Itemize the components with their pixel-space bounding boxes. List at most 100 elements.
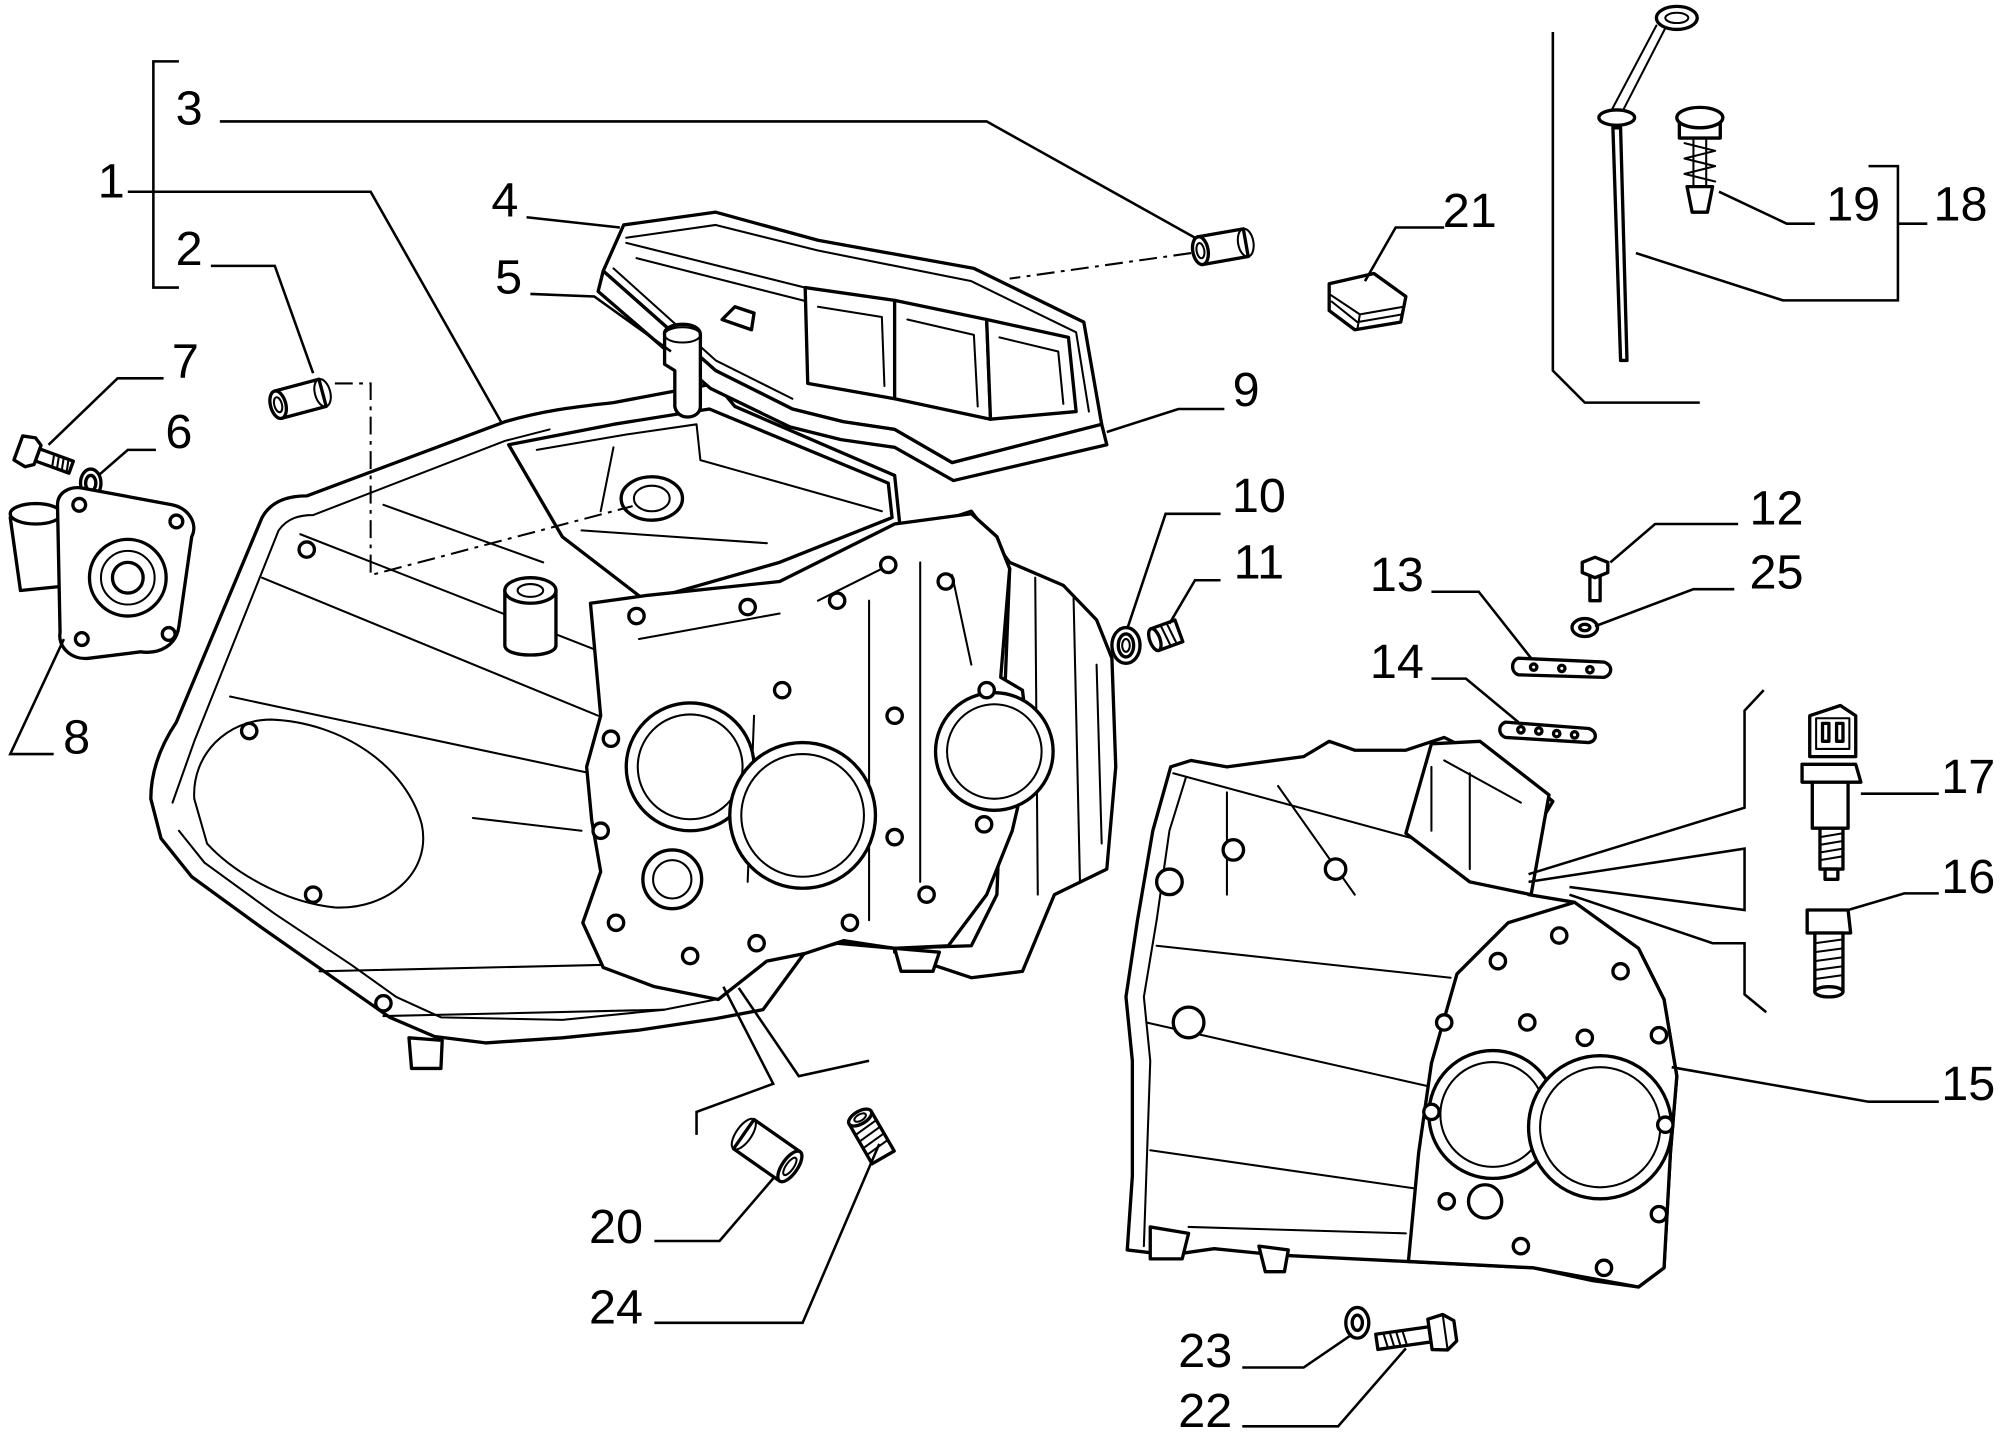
part-25-washer xyxy=(1570,616,1600,639)
leader-line-19 xyxy=(1718,190,1815,225)
leader-line-20 xyxy=(654,1177,775,1243)
hole xyxy=(627,606,646,626)
hole xyxy=(1594,1258,1614,1278)
part-14-plate xyxy=(1498,720,1597,745)
cover-top-face xyxy=(612,223,1090,413)
hole xyxy=(738,597,757,617)
leader-line-6 xyxy=(97,448,156,477)
plug-end xyxy=(1146,626,1163,653)
plug-thread-lines xyxy=(854,1119,889,1156)
bracket-18-19 xyxy=(1635,164,1900,302)
leader-line-25 xyxy=(1594,587,1735,628)
part-15-housing-cover xyxy=(1124,735,1679,1289)
sensor-connector-socket xyxy=(1815,717,1851,750)
callout-label-1: 1 xyxy=(98,154,125,208)
bracket-16-17-a xyxy=(1528,689,1765,876)
callout-label-6: 6 xyxy=(165,405,192,459)
side-housing-boss xyxy=(1221,838,1246,862)
housing-bell-hole xyxy=(297,540,317,559)
side-housing-top-box xyxy=(1404,739,1551,897)
seal-lip xyxy=(1116,632,1136,659)
callout-label-15: 15 xyxy=(1941,1057,1995,1111)
washer-inner xyxy=(1350,1313,1365,1333)
callout-label-3: 3 xyxy=(176,82,203,136)
plug-thread xyxy=(1159,622,1178,648)
hole xyxy=(1649,1025,1669,1045)
hole xyxy=(1488,951,1508,971)
part-8-bearing-carrier xyxy=(8,486,196,661)
alignment-line-3 xyxy=(1009,252,1192,280)
bushing-bore xyxy=(1195,242,1206,260)
part-13-plate xyxy=(1510,656,1613,680)
housing-socket-top xyxy=(503,576,558,605)
washer-inner xyxy=(1578,622,1592,633)
hole xyxy=(601,729,621,749)
sensor-tip xyxy=(1823,867,1840,881)
callout-label-11: 11 xyxy=(1234,535,1284,589)
plug-end xyxy=(1813,985,1845,999)
cover-lug xyxy=(720,305,756,332)
leader-line-1 xyxy=(127,190,503,423)
bushing-far-end xyxy=(730,1117,757,1151)
bolt-hex-head xyxy=(12,434,43,469)
plate-outline xyxy=(1498,720,1597,745)
hole xyxy=(1422,1102,1441,1122)
part-10-seal xyxy=(1110,625,1142,665)
part-11-plug xyxy=(1146,618,1185,653)
plug-thread-lines xyxy=(1813,938,1844,981)
leader-line-2 xyxy=(210,264,315,374)
leader-line-5 xyxy=(530,292,672,353)
callout-label-5: 5 xyxy=(495,250,522,304)
alignment-line-2 xyxy=(334,382,633,577)
part-23-washer xyxy=(1344,1305,1371,1340)
seal-bore xyxy=(1121,638,1131,653)
side-housing-ribs xyxy=(1145,772,1452,1235)
housing-bell-hole xyxy=(239,721,259,741)
housing-socket xyxy=(503,588,558,657)
cover-box-3 xyxy=(985,317,1078,421)
plug-hex xyxy=(1805,908,1853,935)
housing-bottom-tab xyxy=(407,1036,444,1071)
side-housing-flange-holes xyxy=(1422,926,1675,1278)
callout-label-17: 17 xyxy=(1941,750,1995,804)
callout-label-4: 4 xyxy=(491,174,518,228)
carrier-bearing-race xyxy=(99,549,156,606)
leader-line-23 xyxy=(1242,1333,1353,1369)
housing-bore-small-inner xyxy=(652,859,693,900)
bushing-bore xyxy=(272,396,284,414)
hole xyxy=(885,706,904,726)
dipstick-ring xyxy=(1654,4,1699,32)
hole xyxy=(1569,730,1580,740)
sensor-hex xyxy=(1800,762,1863,784)
part-24-plug xyxy=(846,1107,896,1166)
housing-bore-left-inner xyxy=(636,713,744,821)
clip-body xyxy=(662,322,703,419)
bushing-far-end xyxy=(313,378,332,408)
dipstick-handle xyxy=(1609,24,1667,117)
hole xyxy=(840,913,860,933)
hole xyxy=(168,513,185,530)
bushing-bore xyxy=(782,1156,798,1177)
hole xyxy=(1533,726,1544,736)
side-housing-foot xyxy=(1257,1244,1290,1274)
cover-box-inner xyxy=(816,305,1065,408)
hole xyxy=(977,680,996,700)
hole xyxy=(885,827,904,847)
leader-line-7 xyxy=(47,377,164,446)
hole xyxy=(1511,1236,1531,1256)
hole xyxy=(1611,962,1630,981)
side-housing-lip xyxy=(1142,776,1188,1248)
hole xyxy=(591,821,611,841)
side-housing-top-box-inner xyxy=(1430,759,1522,871)
hole xyxy=(827,591,847,611)
carrier-tube-end xyxy=(8,501,64,526)
part-17-sensor xyxy=(1800,703,1863,881)
dipstick-collar xyxy=(1597,108,1637,127)
callout-label-21: 21 xyxy=(1443,184,1497,238)
hole xyxy=(1551,728,1562,739)
plug-cap xyxy=(1675,105,1725,130)
housing-bore-right-inner xyxy=(946,703,1043,800)
side-housing-boss xyxy=(1323,857,1348,881)
part-16-plug xyxy=(1805,908,1853,999)
